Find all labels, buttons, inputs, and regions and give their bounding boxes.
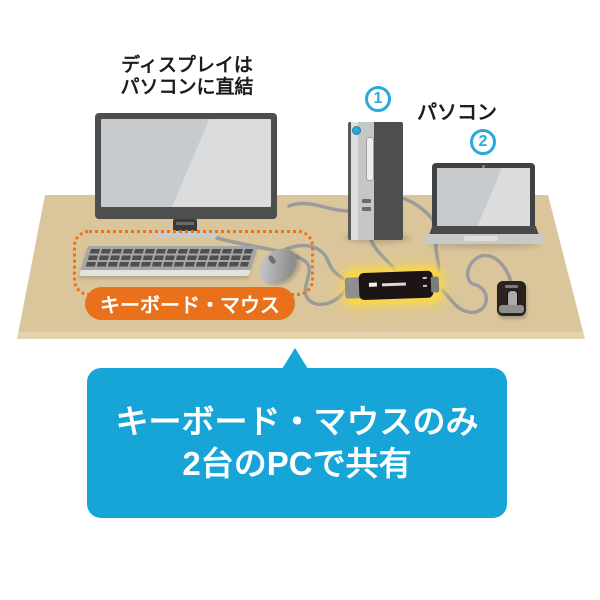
- pc1-number-badge: 1: [365, 86, 391, 112]
- keyboard-mouse-label: キーボード・マウス: [85, 287, 295, 320]
- pc1-tower: [348, 122, 403, 240]
- pc1-usb-port: [362, 207, 371, 211]
- pc2-shadow: [428, 240, 542, 248]
- callout-pointer: [282, 348, 308, 369]
- callout-line2: 2台のPCで共有: [182, 445, 412, 482]
- kvm-switch-led: [422, 284, 428, 287]
- kvm-switch: [344, 268, 441, 303]
- callout-box: キーボード・マウスのみ 2台のPCで共有: [87, 368, 507, 518]
- pc2-number-badge: 2: [470, 129, 496, 155]
- pc2-webcam-icon: [482, 164, 485, 168]
- pc1-optical-drive: [366, 137, 374, 181]
- pc-group-label: パソコン: [417, 102, 497, 124]
- kvm-switch-led: [422, 276, 427, 279]
- pc1-usb-port: [362, 199, 371, 203]
- desk-front-edge: [17, 332, 585, 339]
- display-caption: ディスプレイは パソコンに直結: [92, 55, 282, 99]
- switch-remote: [497, 281, 526, 316]
- monitor-stand-neck: [173, 219, 197, 232]
- switch-remote-band: [499, 305, 524, 313]
- pc2-laptop-display: [437, 168, 530, 226]
- pc1-power-button-icon: [352, 126, 361, 135]
- pc1-number: 1: [373, 90, 383, 107]
- pc2-laptop-base: [424, 234, 545, 244]
- kvm-switch-logo-mark: [368, 282, 378, 287]
- pc2-laptop-keyboard-deck: [429, 226, 539, 235]
- pc2-number: 2: [478, 133, 488, 150]
- monitor-screen: [101, 119, 271, 207]
- keyboard-mouse-label-text: キーボード・マウス: [100, 295, 280, 317]
- switch-remote-slot: [505, 285, 518, 288]
- pc2-laptop-screen: [432, 163, 535, 226]
- pc2-trackpad: [464, 236, 498, 241]
- monitor-stand-base: [155, 231, 217, 238]
- display-caption-line1: ディスプレイは: [121, 55, 253, 76]
- display-caption-line2: パソコンに直結: [120, 77, 254, 98]
- kvm-switch-right-connector: [430, 276, 440, 293]
- monitor: [95, 113, 277, 219]
- callout-line1: キーボード・マウスのみ: [115, 403, 479, 440]
